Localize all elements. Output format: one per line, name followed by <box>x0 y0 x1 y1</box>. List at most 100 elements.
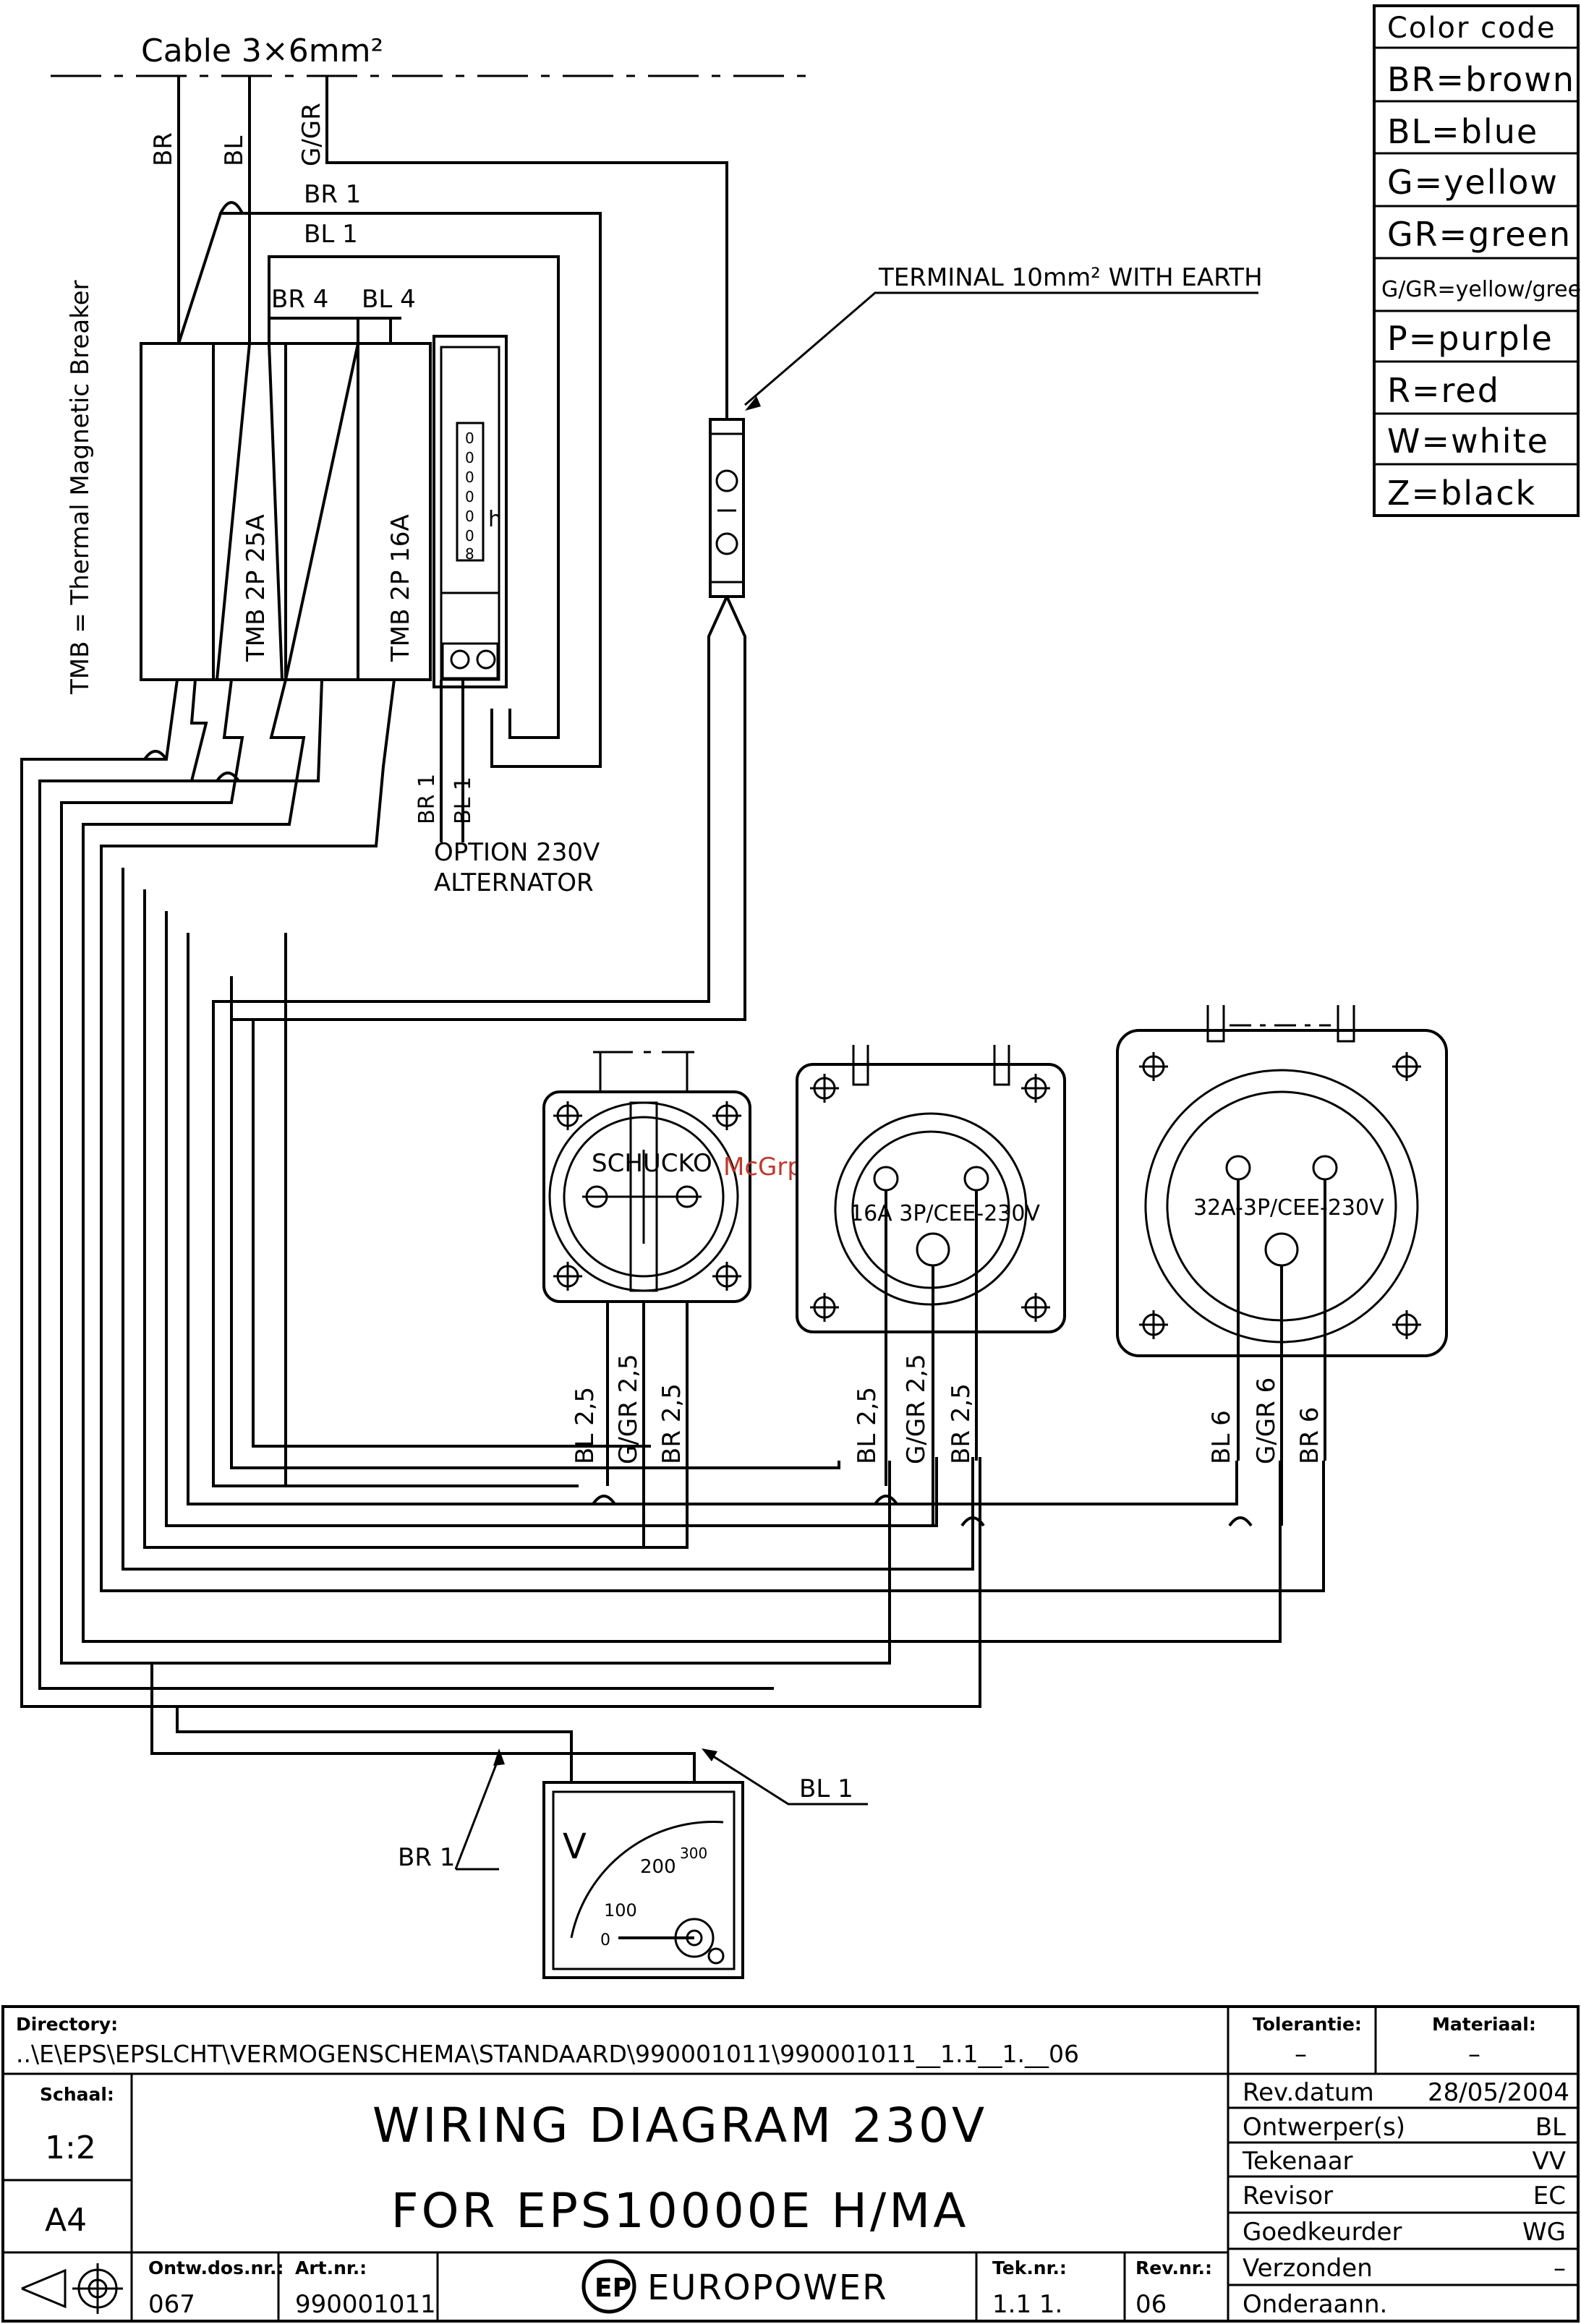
rev-datum-value: 28/05/2004 <box>1428 2078 1569 2107</box>
bus-wiring <box>20 679 1325 1782</box>
color-code-entry-gr: GR=green <box>1387 215 1572 254</box>
meter-bl1-label: BL 1 <box>799 1774 853 1803</box>
voltmeter-scale-0: 0 <box>600 1931 610 1949</box>
ontw-dos-label: Ontw.dos.nr.: <box>148 2257 284 2278</box>
art-nr-label: Art.nr.: <box>295 2257 367 2278</box>
europower-logo: EP <box>581 2259 636 2314</box>
schucko-wire-br: BR 2,5 <box>657 1383 686 1464</box>
input-cable: Cable 3×6mm² BR BL G/GR <box>51 33 810 419</box>
alternator-line-2: ALTERNATOR <box>434 868 594 897</box>
title-block: Directory: ..\E\EPS\EPSLCHT\VERMOGENSCHE… <box>1 2005 1580 2323</box>
rev-datum-label: Rev.datum <box>1243 2078 1374 2107</box>
voltmeter-unit: V <box>563 1827 587 1867</box>
art-nr-value: 990001011 <box>295 2290 436 2319</box>
cee-16a-socket: 16A 3P/CEE-230V BL 2,5 G/GR 2,5 BR 2,5 <box>796 1045 1066 1526</box>
color-code-table: Color code BR=brown BL=blue G=yellow GR=… <box>1373 4 1581 517</box>
hour-digit-0: 0 <box>465 430 474 447</box>
bl4-label: BL 4 <box>362 285 416 314</box>
schucko-label: SCHUCKO <box>592 1149 712 1178</box>
hour-digit-4: 0 <box>465 508 474 525</box>
revisor-value: EC <box>1533 2182 1566 2210</box>
tek-nr-label: Tek.nr.: <box>992 2257 1067 2278</box>
rev-nr-value: 06 <box>1135 2290 1167 2319</box>
br1-alt-label: BR 1 <box>414 774 440 824</box>
hour-digit-5: 0 <box>465 527 474 544</box>
goedkeurder-value: WG <box>1522 2218 1566 2247</box>
cee16-label: 16A 3P/CEE-230V <box>850 1201 1040 1226</box>
voltmeter-scale-100: 100 <box>604 1900 637 1921</box>
alternator-option: BR 1 BL 1 OPTION 230V ALTERNATOR <box>414 680 600 897</box>
color-code-entry-w: W=white <box>1387 422 1549 461</box>
rev-nr-label: Rev.nr.: <box>1135 2257 1212 2278</box>
schucko-wire-ggr: G/GR 2,5 <box>614 1354 643 1464</box>
meter-br1-label: BR 1 <box>398 1843 455 1872</box>
projection-icon <box>21 2263 123 2314</box>
ontwerper-label: Ontwerper(s) <box>1243 2113 1405 2142</box>
breaker-assembly: TMB 2P 25A TMB 2P 16A <box>140 318 432 681</box>
color-code-entry-g: G=yellow <box>1387 163 1559 202</box>
drawing-title-line-2: FOR EPS10000E H/MA <box>391 2183 969 2239</box>
bl1-alt-label: BL 1 <box>451 777 476 824</box>
alternator-line-1: OPTION 230V <box>434 838 600 867</box>
brand-name: EUROPOWER <box>647 2268 887 2308</box>
revisor-label: Revisor <box>1243 2182 1333 2210</box>
alternator-feed: BR 1 BL 1 BR 4 BL 4 <box>177 180 602 768</box>
cee16-wire-ggr: G/GR 2,5 <box>902 1354 931 1464</box>
color-code-entry-ggr: G/GR=yellow/green <box>1381 277 1581 302</box>
hour-unit: h <box>488 507 502 532</box>
onderaann-label: Onderaann. <box>1243 2290 1387 2319</box>
hour-meter: 0 0 0 0 0 0 8 h <box>432 335 508 688</box>
schucko-wire-bl: BL 2,5 <box>571 1387 600 1464</box>
verzonden-label: Verzonden <box>1243 2254 1373 2283</box>
ontw-dos-value: 067 <box>148 2290 195 2319</box>
cee16-wire-bl: BL 2,5 <box>853 1387 882 1464</box>
color-code-entry-z: Z=black <box>1387 474 1536 513</box>
europower-logo-mark: EP <box>595 2273 631 2303</box>
bl1-top-label: BL 1 <box>304 220 358 249</box>
materiaal-value: – <box>1468 2040 1480 2069</box>
color-code-entry-br: BR=brown <box>1387 60 1575 99</box>
br4-label: BR 4 <box>271 285 328 314</box>
tolerantie-label: Tolerantie: <box>1253 2014 1362 2035</box>
materiaal-label: Materiaal: <box>1432 2014 1536 2035</box>
color-code-entry-r: R=red <box>1387 371 1500 410</box>
color-code-entry-bl: BL=blue <box>1387 112 1538 151</box>
voltmeter-scale-300: 300 <box>680 1845 707 1862</box>
earth-terminal: TERMINAL 10mm² WITH EARTH <box>212 263 1263 1487</box>
hour-digit-1: 0 <box>465 449 474 466</box>
terminal-label: TERMINAL 10mm² WITH EARTH <box>878 263 1263 292</box>
drawing-title-line-1: WIRING DIAGRAM 230V <box>372 2098 987 2153</box>
hour-digit-2: 0 <box>465 469 474 486</box>
voltmeter-scale-200: 200 <box>640 1856 676 1878</box>
tekenaar-label: Tekenaar <box>1242 2147 1353 2176</box>
cee16-wire-br: BR 2,5 <box>947 1383 976 1464</box>
tolerantie-value: – <box>1295 2040 1307 2069</box>
hour-digit-3: 0 <box>465 488 474 505</box>
cable-wire-bl-label: BL <box>220 136 249 166</box>
schaal-label: Schaal: <box>40 2084 114 2105</box>
cee32-label: 32A-3P/CEE-230V <box>1193 1195 1384 1221</box>
cee-32a-socket: 32A-3P/CEE-230V BL 6 G/GR 6 BR 6 <box>1116 1005 1448 1526</box>
schucko-socket: SCHUCKO BL 2,5 G/GR 2,5 BR 2,5 <box>542 1051 751 1547</box>
verzonden-value: – <box>1554 2254 1566 2283</box>
ontwerper-value: BL <box>1535 2113 1566 2142</box>
hour-digit-6: 8 <box>465 545 474 563</box>
cee32-wire-bl: BL 6 <box>1207 1410 1236 1464</box>
cable-wire-ggr-label: G/GR <box>297 103 326 166</box>
tmb-legend: TMB = Thermal Magnetic Breaker <box>66 280 95 695</box>
schaal-value: 1:2 <box>45 2129 96 2166</box>
breaker-16a-label: TMB 2P 16A <box>386 514 415 662</box>
cee32-wire-br: BR 6 <box>1295 1407 1324 1464</box>
breaker-16a <box>357 342 432 681</box>
tekenaar-value: VV <box>1532 2147 1566 2176</box>
goedkeurder-label: Goedkeurder <box>1243 2218 1402 2247</box>
color-code-title: Color code <box>1387 12 1556 45</box>
directory-label: Directory: <box>16 2014 118 2035</box>
br1-top-label: BR 1 <box>304 180 361 209</box>
breaker-25a-label: TMB 2P 25A <box>242 514 270 662</box>
directory-value: ..\E\EPS\EPSLCHT\VERMOGENSCHEMA\STANDAAR… <box>16 2040 1079 2068</box>
cable-label: Cable 3×6mm² <box>141 33 383 69</box>
cable-wire-br-label: BR <box>149 132 178 166</box>
cee32-wire-ggr: G/GR 6 <box>1252 1377 1281 1464</box>
